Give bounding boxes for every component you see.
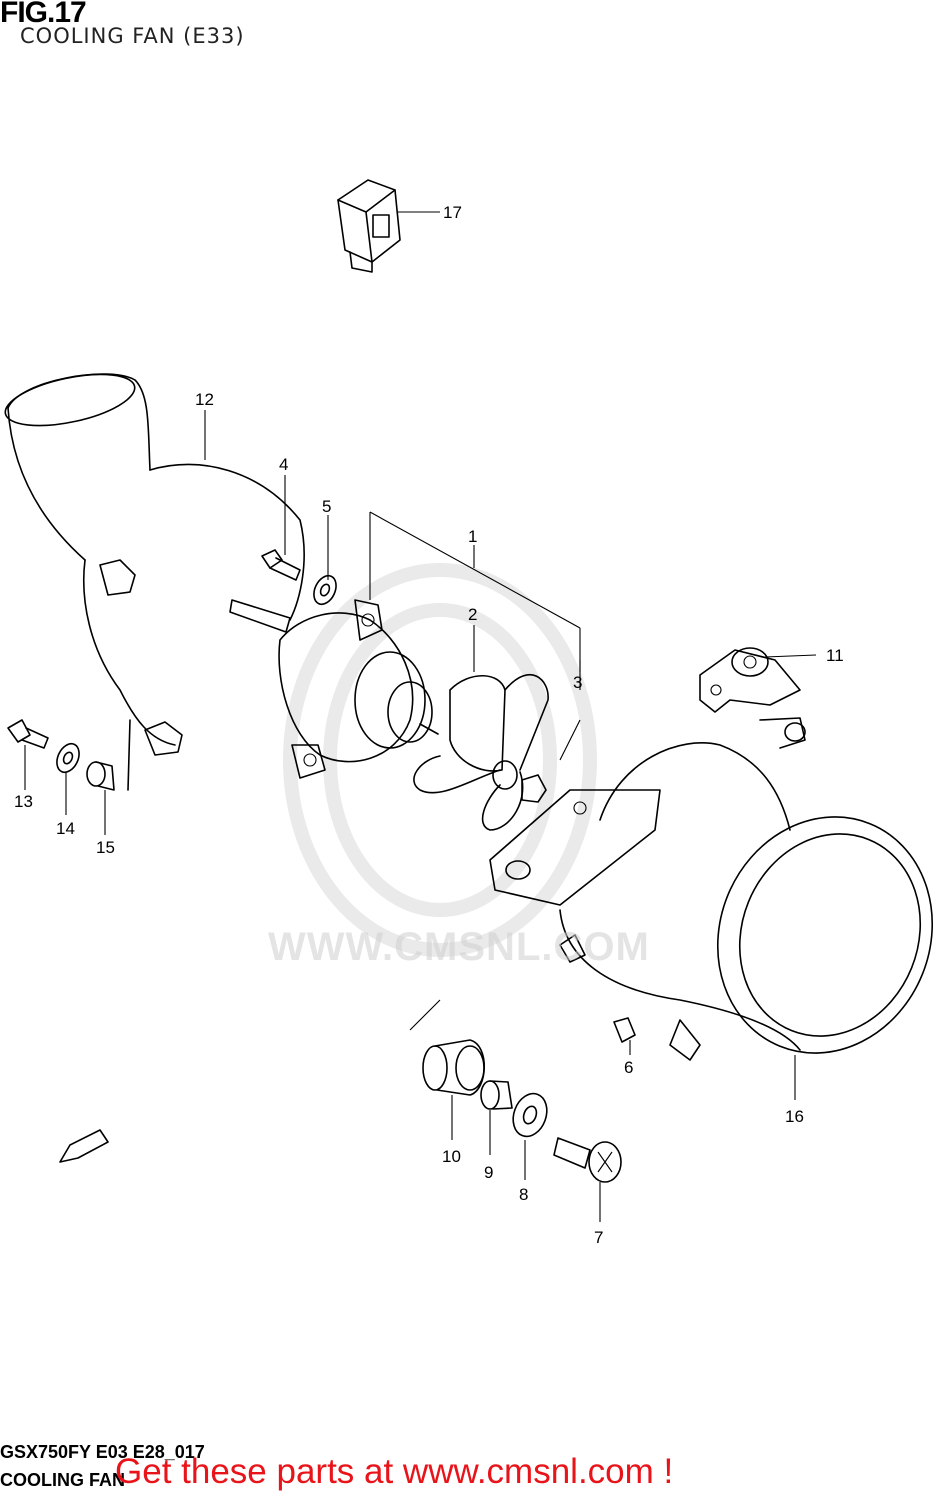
washer-part-5 xyxy=(313,574,337,606)
figure-number: FIG.17 xyxy=(0,0,87,29)
model-code: GSX750FY E03 E28_017 xyxy=(0,1442,205,1462)
callout-bracket-part-1 xyxy=(369,511,581,761)
section-name: COOLING FAN xyxy=(0,1470,125,1490)
clip-part-6 xyxy=(613,1017,636,1043)
fwd-arrow-icon xyxy=(59,1129,109,1163)
fan-blade-part-2 xyxy=(413,674,549,831)
watermark-text: WWW.CMSNL.COM xyxy=(268,925,650,969)
callout-13: 13 xyxy=(14,792,33,811)
callout-10: 10 xyxy=(442,1147,461,1166)
callout-3: 3 xyxy=(573,673,582,692)
bolt-part-4 xyxy=(261,549,301,581)
callout-16: 16 xyxy=(785,1107,804,1126)
washer-part-8 xyxy=(512,1092,548,1138)
fan-motor-assembly-part-1 xyxy=(229,599,439,779)
nut-part-3 xyxy=(521,774,547,803)
motor-bracket-plate xyxy=(489,789,661,906)
callout-5: 5 xyxy=(322,497,331,516)
callout-15: 15 xyxy=(96,838,115,857)
callout-6: 6 xyxy=(624,1058,633,1077)
leader-lines xyxy=(24,211,817,1222)
bracket-part-11 xyxy=(699,647,801,713)
callout-17: 17 xyxy=(443,203,462,222)
callout-14: 14 xyxy=(56,819,75,838)
bolt-part-7 xyxy=(553,1137,622,1183)
promo-link[interactable]: Get these parts at www.cmsnl.com ! xyxy=(115,1452,674,1491)
callout-11: 11 xyxy=(826,646,844,665)
figure-title: COOLING FAN (E33) xyxy=(20,24,245,48)
washer-part-14 xyxy=(56,742,80,774)
watermark-logo xyxy=(283,563,597,957)
callout-9: 9 xyxy=(484,1163,493,1182)
duct-part-12 xyxy=(4,373,305,791)
callout-numbers: 1 2 3 4 5 6 7 8 9 10 11 12 13 14 15 16 1… xyxy=(14,203,844,1247)
fan-housing-part-16 xyxy=(559,717,934,1061)
callout-12: 12 xyxy=(195,390,214,409)
callout-7: 7 xyxy=(594,1228,603,1247)
collar-part-15 xyxy=(86,761,115,791)
grommet-part-10 xyxy=(409,999,486,1096)
callout-2: 2 xyxy=(468,605,477,624)
callout-1: 1 xyxy=(468,527,477,546)
bolt-part-13 xyxy=(7,719,49,749)
callout-8: 8 xyxy=(519,1185,528,1204)
callout-4: 4 xyxy=(279,455,288,474)
collar-part-9 xyxy=(480,1080,513,1110)
relay-part-17 xyxy=(337,179,401,273)
